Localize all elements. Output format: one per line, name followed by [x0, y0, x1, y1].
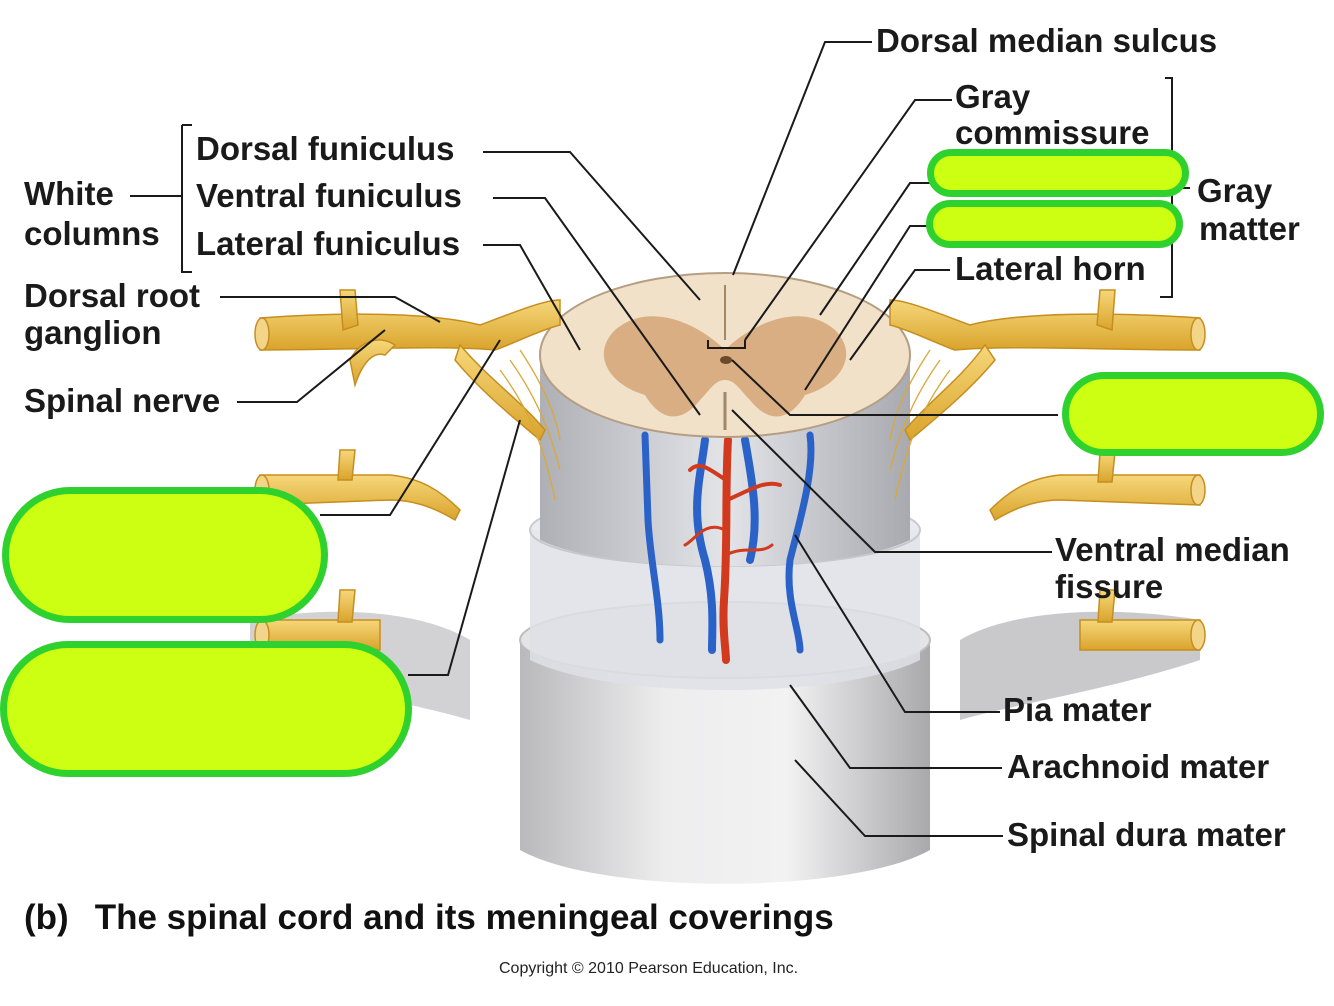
label-gray-matter-line2: matter — [1199, 210, 1300, 247]
label-gray-matter-line1: Gray — [1197, 172, 1273, 209]
label-gray-commissure-line1: Gray — [955, 78, 1031, 115]
label-white-columns-line2: columns — [24, 215, 160, 252]
label-dorsal-root-ganglion-line1: Dorsal root — [24, 277, 201, 314]
answer-blank-gray-matter-1[interactable] — [927, 149, 1189, 197]
label-spinal-dura-mater: Spinal dura mater — [1007, 816, 1286, 853]
label-ventral-median-fissure-line1: Ventral median — [1055, 531, 1290, 568]
caption-tag: (b) — [24, 898, 69, 937]
label-pia-mater: Pia mater — [1003, 691, 1152, 728]
copyright-notice: Copyright © 2010 Pearson Education, Inc. — [499, 960, 799, 977]
label-ventral-funiculus: Ventral funiculus — [196, 177, 462, 214]
label-lateral-horn: Lateral horn — [955, 250, 1146, 287]
spinal-cord — [539, 272, 911, 664]
caption-text: The spinal cord and its meningeal coveri… — [94, 898, 834, 937]
answer-blank-right[interactable] — [1062, 372, 1324, 456]
leader-lines — [130, 41, 1190, 837]
figure-caption: (b) The spinal cord and its meningeal cov… — [24, 898, 834, 938]
blood-vessels — [641, 431, 815, 664]
spinal-nerves — [259, 289, 1201, 651]
label-dorsal-funiculus: Dorsal funiculus — [196, 130, 455, 167]
label-lateral-funiculus: Lateral funiculus — [196, 225, 461, 262]
answer-blank-left-lower[interactable] — [0, 641, 412, 777]
label-arachnoid-mater: Arachnoid mater — [1007, 748, 1270, 785]
label-dorsal-root-ganglion-line2: ganglion — [24, 314, 162, 351]
label-gray-commissure-line2: commissure — [955, 114, 1150, 151]
nerve-rootlets — [499, 349, 951, 501]
label-white-columns-line1: White — [24, 175, 114, 212]
label-spinal-nerve: Spinal nerve — [24, 382, 221, 419]
answer-blank-gray-matter-2[interactable] — [926, 200, 1183, 248]
label-dorsal-median-sulcus: Dorsal median sulcus — [876, 22, 1218, 59]
answer-blank-left-upper[interactable] — [2, 487, 328, 623]
label-ventral-median-fissure-line2: fissure — [1055, 568, 1164, 605]
gray-matter-shape — [603, 316, 847, 417]
